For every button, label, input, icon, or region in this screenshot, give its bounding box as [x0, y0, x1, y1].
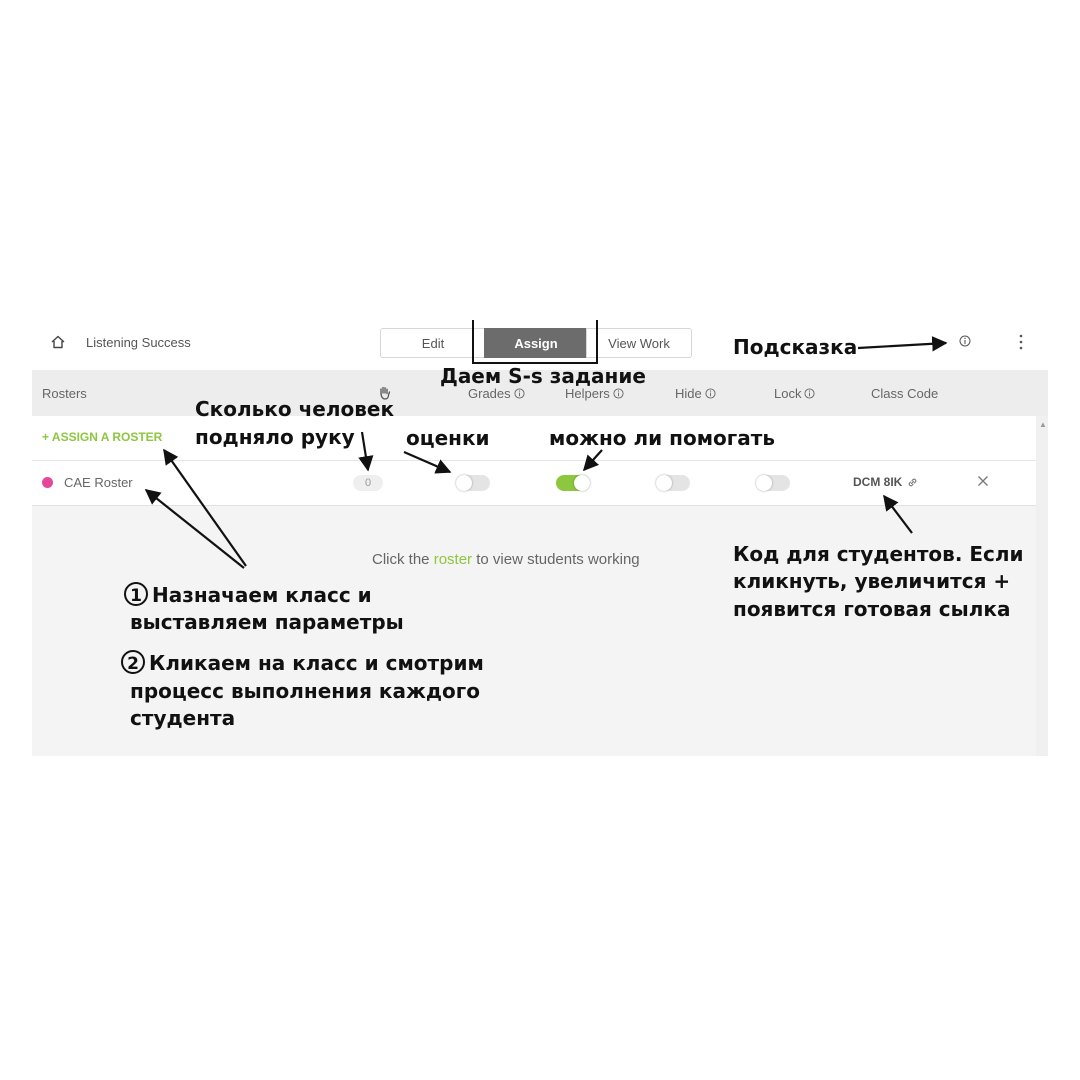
annotation-helpers: можно ли помогать	[549, 426, 775, 450]
hide-toggle[interactable]	[656, 475, 690, 491]
annotation-step2-line2: процесс выполнения каждого	[130, 679, 480, 703]
lock-toggle[interactable]	[756, 475, 790, 491]
tab-assign[interactable]: Assign	[484, 328, 588, 358]
scroll-up-arrow-icon[interactable]: ▲	[1039, 420, 1047, 429]
annotation-hands-line1: Сколько человек	[195, 397, 395, 421]
roster-name[interactable]: CAE Roster	[64, 475, 133, 490]
tab-view-work[interactable]: View Work	[586, 328, 692, 358]
class-code-link[interactable]: DCM 8IK	[853, 475, 919, 489]
link-icon	[909, 478, 917, 486]
assign-roster-button[interactable]: + ASSIGN A ROSTER	[42, 430, 163, 444]
activity-title: Listening Success	[86, 335, 191, 350]
more-options-icon[interactable]	[1016, 333, 1026, 351]
row-divider-bottom	[32, 505, 1036, 506]
roster-rows	[32, 416, 1036, 506]
raised-hand-icon	[380, 386, 391, 400]
annotation-code-line2: кликнуть, увеличится +	[733, 569, 1011, 593]
header-helpers: Helpers	[565, 386, 624, 401]
annotation-grades: оценки	[406, 426, 490, 450]
annotation-step1-line2: выставляем параметры	[130, 610, 404, 634]
helpers-toggle[interactable]	[556, 475, 590, 491]
assign-highlight-box	[472, 320, 598, 364]
info-icon[interactable]	[959, 335, 971, 347]
home-icon[interactable]	[50, 334, 66, 350]
class-code-text: DCM 8IK	[853, 475, 903, 489]
annotation-assign-task: Даем S-s задание	[440, 364, 646, 388]
empty-state-message: Click the roster to view students workin…	[372, 551, 640, 568]
annotation-step2-line3: студента	[130, 706, 236, 730]
arrow-hint	[857, 336, 948, 352]
grades-info-icon[interactable]	[514, 388, 525, 399]
header-lock: Lock	[774, 386, 816, 401]
header-grades: Grades	[468, 386, 525, 401]
table-header	[32, 370, 1048, 416]
row-divider	[32, 460, 1036, 461]
helpers-info-icon[interactable]	[613, 388, 624, 399]
annotation-hint: Подсказка	[733, 335, 858, 359]
roster-link[interactable]: roster	[433, 551, 473, 568]
lock-info-icon[interactable]	[804, 388, 816, 399]
roster-color-dot	[42, 477, 53, 488]
annotation-hands-line2: подняло руку	[195, 425, 355, 449]
remove-roster-close-icon[interactable]	[976, 474, 990, 488]
scrollbar[interactable]	[1036, 416, 1048, 756]
header-class-code: Class Code	[871, 386, 939, 401]
hands-raised-count: 0	[353, 475, 383, 491]
tab-edit[interactable]: Edit	[380, 328, 486, 358]
step1-number-badge: 1	[124, 582, 148, 606]
header-rosters: Rosters	[42, 386, 87, 401]
hide-info-icon[interactable]	[705, 388, 716, 399]
step2-number-badge: 2	[121, 650, 145, 674]
annotation-code-line1: Код для студентов. Если	[733, 542, 1024, 566]
grades-toggle[interactable]	[456, 475, 490, 491]
header-hide: Hide	[675, 386, 716, 401]
annotation-code-line3: появится готовая сылка	[733, 597, 1011, 621]
